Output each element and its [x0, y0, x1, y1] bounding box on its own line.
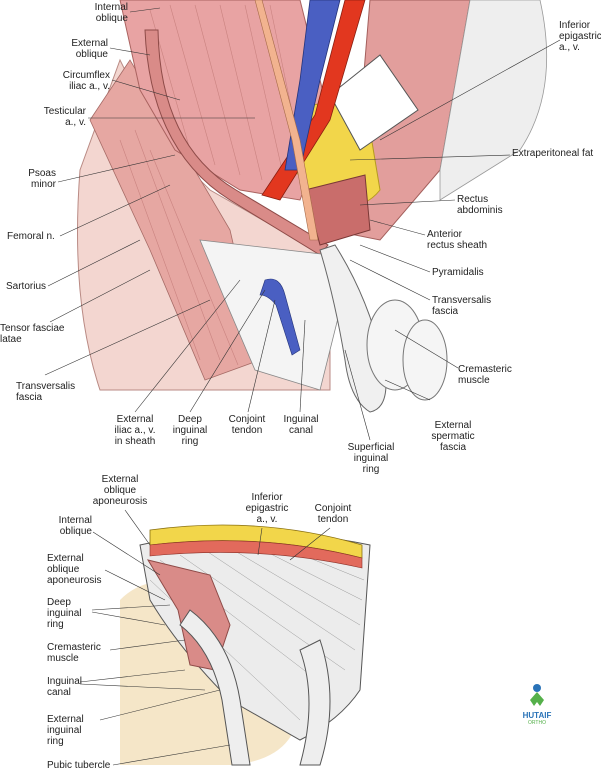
label-extraperitoneal-fat: Extraperitoneal fat	[512, 148, 594, 159]
label-conjoint-tendon-bottom: Conjoint tendon	[314, 503, 352, 525]
external-iliac-artery	[261, 0, 366, 201]
top-leader-lines	[44, 7, 561, 441]
label-internal-oblique-bottom: Internal oblique	[58, 515, 92, 537]
label-internal-oblique: Internal oblique	[94, 2, 128, 24]
label-testicular: Testicular a., v.	[43, 106, 86, 128]
label-pubic-tubercle: Pubic tubercle	[47, 760, 111, 771]
label-pyramidalis: Pyramidalis	[432, 267, 484, 278]
label-external-inguinal-ring: External inguinal ring	[47, 714, 84, 747]
logo-figure-icon	[530, 692, 544, 706]
spermatic-cord	[319, 244, 387, 413]
label-external-oblique: External oblique	[71, 38, 108, 60]
label-transversalis-fascia-left: Transversalis fascia	[16, 381, 76, 403]
label-external-oblique-aponeurosis-top: External oblique aponeurosis	[92, 474, 148, 507]
testicular-vessels	[254, 0, 319, 241]
label-sartorius: Sartorius	[6, 281, 47, 292]
label-inferior-epigastric-bottom: Inferior epigastric a., v.	[245, 492, 289, 525]
muscle-band	[149, 540, 363, 569]
hutaif-logo	[530, 684, 544, 706]
bottom-diagram	[120, 524, 371, 766]
label-deep-inguinal-ring: Deep inguinal ring	[172, 414, 208, 447]
label-transversalis-fascia-right: Transversalis fascia	[432, 295, 492, 317]
retracted-flap	[329, 54, 419, 151]
label-conjoint-tendon: Conjoint tendon	[228, 414, 266, 436]
right-abdomen-skin	[439, 0, 548, 201]
label-femoral-n: Femoral n.	[7, 231, 55, 242]
label-psoas-minor: Psoas minor	[28, 168, 56, 190]
label-inferior-epigastric-top: Inferior epigastric a., v.	[559, 20, 601, 53]
label-circumflex-iliac: Circumflex iliac a., v.	[62, 70, 110, 92]
label-inguinal-canal: Inguinal canal	[283, 414, 319, 436]
logo-head-icon	[533, 684, 541, 692]
logo-name: HUTAIF	[522, 711, 552, 720]
spermatic-cord-bottom	[179, 609, 251, 766]
bottom-leader-lines	[79, 509, 331, 766]
femoral-tube	[299, 639, 331, 766]
testis-right-outline	[402, 319, 448, 401]
label-external-iliac: External iliac a., v. in sheath	[114, 414, 156, 447]
label-inguinal-canal-bottom: Inguinal canal	[47, 676, 83, 698]
label-superficial-inguinal-ring: Superficial inguinal ring	[347, 442, 395, 475]
label-external-oblique-aponeurosis: External oblique aponeurosis	[47, 553, 102, 586]
label-cremasteric-muscle-top: Cremasteric muscle	[458, 364, 512, 386]
label-anterior-rectus-sheath: Anterior rectus sheath	[427, 229, 488, 251]
label-external-spermatic-fascia: External spermatic fascia	[431, 420, 475, 453]
label-cremasteric-muscle-bottom: Cremasteric muscle	[47, 642, 101, 664]
logo-sub: ORTHO	[528, 720, 546, 726]
label-rectus-abdominis: Rectus abdominis	[457, 194, 503, 216]
label-tensor-fasciae-latae: Tensor fasciae latae	[0, 323, 65, 345]
label-deep-inguinal-ring-bottom: Deep inguinal ring	[47, 597, 82, 630]
top-diagram	[77, 0, 548, 413]
deep-ring-vessel	[259, 278, 301, 356]
